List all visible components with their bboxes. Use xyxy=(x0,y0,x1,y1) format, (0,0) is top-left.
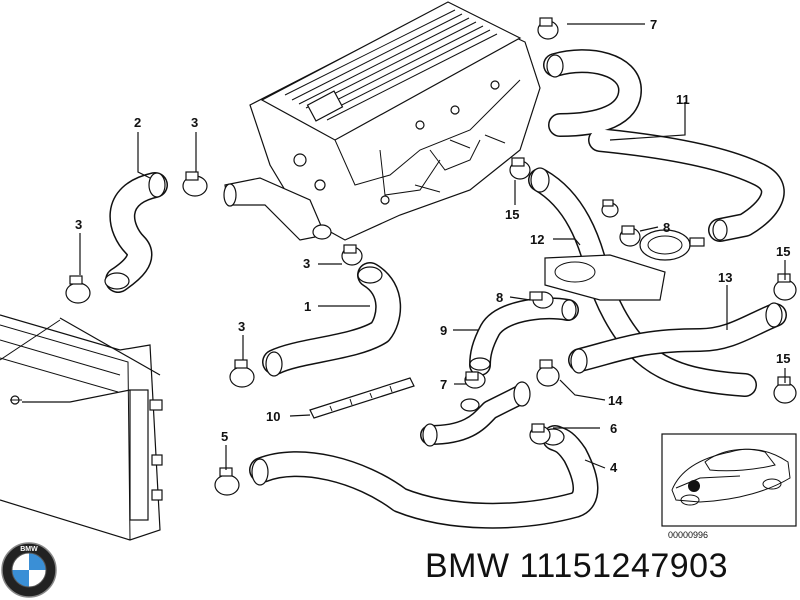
hose-1 xyxy=(262,262,402,377)
part-label-8: 8 xyxy=(663,220,670,235)
part-label-15: 15 xyxy=(505,207,519,222)
part-label-14: 14 xyxy=(608,393,623,408)
clamp xyxy=(509,157,531,180)
part-label-2: 2 xyxy=(134,115,141,130)
part-label-3: 3 xyxy=(303,256,310,271)
part-caption: BMW 11151247903 xyxy=(425,547,728,586)
water-pipe xyxy=(420,381,531,447)
part-labels: 2 3 7 11 3 3 15 8 12 15 13 1 8 3 9 15 7 … xyxy=(75,17,790,475)
reference-code: 00000996 xyxy=(668,530,708,540)
part-label-8: 8 xyxy=(496,290,503,305)
thermostat-housing xyxy=(544,229,705,301)
part-label-4: 4 xyxy=(610,460,618,475)
clamp xyxy=(601,199,619,218)
part-number: 11151247903 xyxy=(519,547,729,585)
cylinder-head xyxy=(223,1,541,241)
brand-name: BMW xyxy=(425,547,510,585)
clamp xyxy=(773,376,797,404)
hose-2 xyxy=(104,172,168,293)
part-label-7: 7 xyxy=(440,377,447,392)
part-label-15: 15 xyxy=(776,244,790,259)
bmw-logo: BMW xyxy=(1,542,57,598)
clamp xyxy=(229,359,255,388)
clamp xyxy=(182,171,208,197)
part-label-10: 10 xyxy=(266,409,280,424)
clamps xyxy=(65,17,797,496)
part-label-12: 12 xyxy=(530,232,544,247)
clamp xyxy=(464,371,486,389)
clamp xyxy=(536,359,560,387)
clamp xyxy=(529,291,554,309)
part-label-6: 6 xyxy=(610,421,617,436)
hose-11 xyxy=(543,49,785,242)
clamp xyxy=(65,275,91,304)
part-label-9: 9 xyxy=(440,323,447,338)
clamp xyxy=(214,467,240,496)
radiator xyxy=(0,314,163,541)
hose-4 xyxy=(249,425,599,529)
part-label-5: 5 xyxy=(221,429,228,444)
hose-9 xyxy=(469,297,579,376)
part-label-15: 15 xyxy=(776,351,790,366)
clamp xyxy=(341,244,363,266)
leader-lines xyxy=(22,23,786,470)
part-label-1: 1 xyxy=(304,299,311,314)
cable-tie xyxy=(309,377,415,419)
part-label-3: 3 xyxy=(75,217,82,232)
part-label-11: 11 xyxy=(676,92,690,107)
clamp xyxy=(537,17,559,40)
logo-lettering: BMW xyxy=(20,546,38,553)
hose-13 xyxy=(568,302,787,374)
clamp xyxy=(619,225,641,247)
clamp xyxy=(529,423,551,445)
part-label-3: 3 xyxy=(191,115,198,130)
location-marker xyxy=(688,480,700,492)
part-label-7: 7 xyxy=(650,17,657,32)
vehicle-inset: 00000996 xyxy=(661,433,797,540)
part-label-13: 13 xyxy=(718,270,732,285)
part-label-3: 3 xyxy=(238,319,245,334)
hose-12 xyxy=(528,167,757,397)
